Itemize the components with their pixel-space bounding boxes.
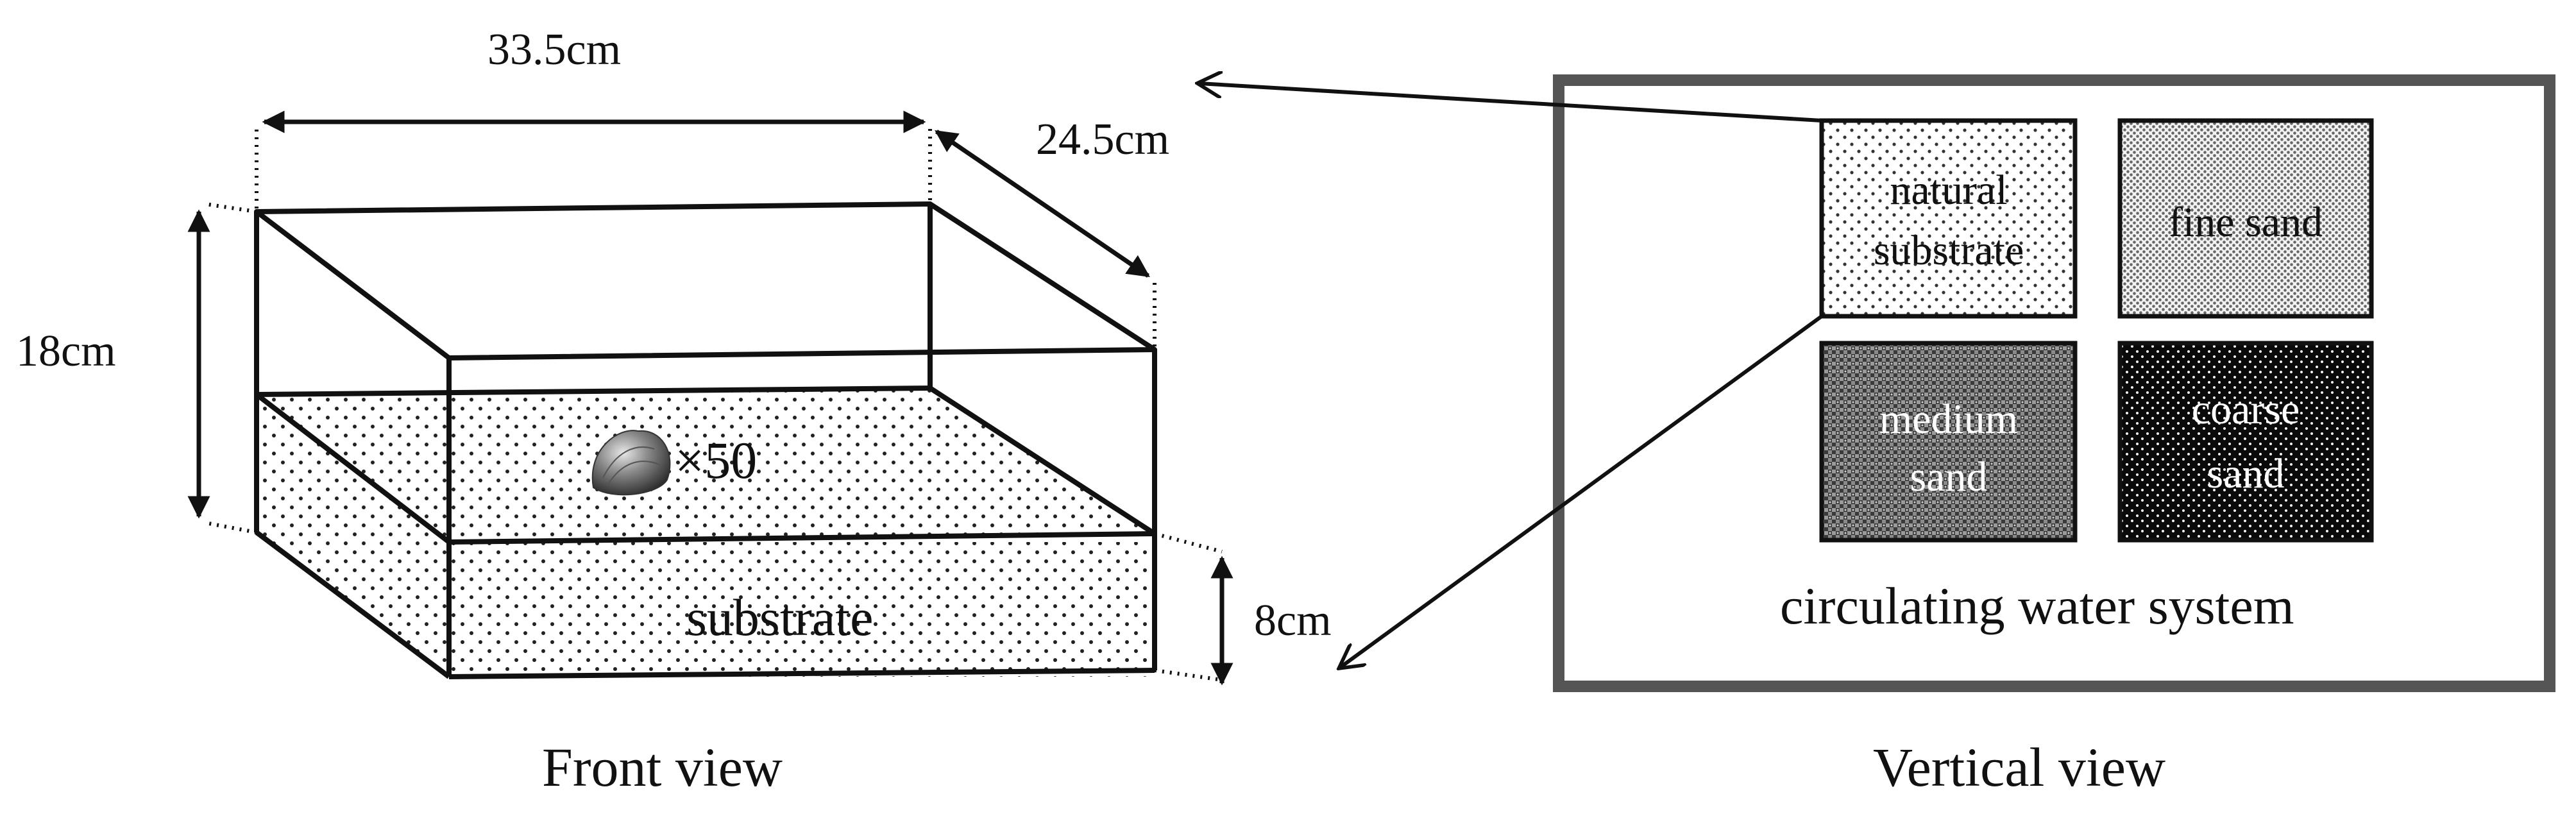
substrate-depth-label: 8cm	[1254, 596, 1332, 645]
cell-medium-line1: medium	[1879, 396, 2018, 443]
cell-medium-line2: sand	[1910, 454, 1988, 500]
substrate-cell-medium-sand: medium sand	[1822, 343, 2075, 540]
substrate-cell-fine-sand: fine sand	[2120, 121, 2371, 316]
cell-natural-line2: substrate	[1874, 227, 2024, 274]
vertical-view-caption: Vertical view	[1873, 736, 2165, 798]
substrate-label: substrate	[686, 588, 873, 647]
front-view: 33.5cm 24.5cm 18cm 8cm ×50 substrate Fro…	[16, 25, 1332, 798]
depth-label: 24.5cm	[1036, 115, 1169, 164]
substrate-cell-natural: natural substrate	[1822, 121, 2075, 316]
clam-count-label: ×50	[675, 431, 757, 489]
width-label: 33.5cm	[487, 25, 621, 74]
front-view-caption: Front view	[542, 736, 783, 798]
connector-arrow-bottom	[1341, 316, 1822, 667]
vertical-view: natural substrate fine sand medium sand …	[1559, 80, 2550, 798]
height-label: 18cm	[16, 326, 116, 376]
cell-fine-line1: fine sand	[2169, 199, 2323, 246]
cell-natural-line1: natural	[1890, 167, 2007, 214]
cell-coarse-line2: sand	[2207, 450, 2285, 497]
connector-arrow-top	[1199, 83, 1822, 121]
circulating-system-label: circulating water system	[1780, 577, 2294, 635]
substrate-cell-coarse-sand: coarse sand	[2120, 343, 2371, 540]
cell-coarse-line1: coarse	[2192, 386, 2300, 433]
